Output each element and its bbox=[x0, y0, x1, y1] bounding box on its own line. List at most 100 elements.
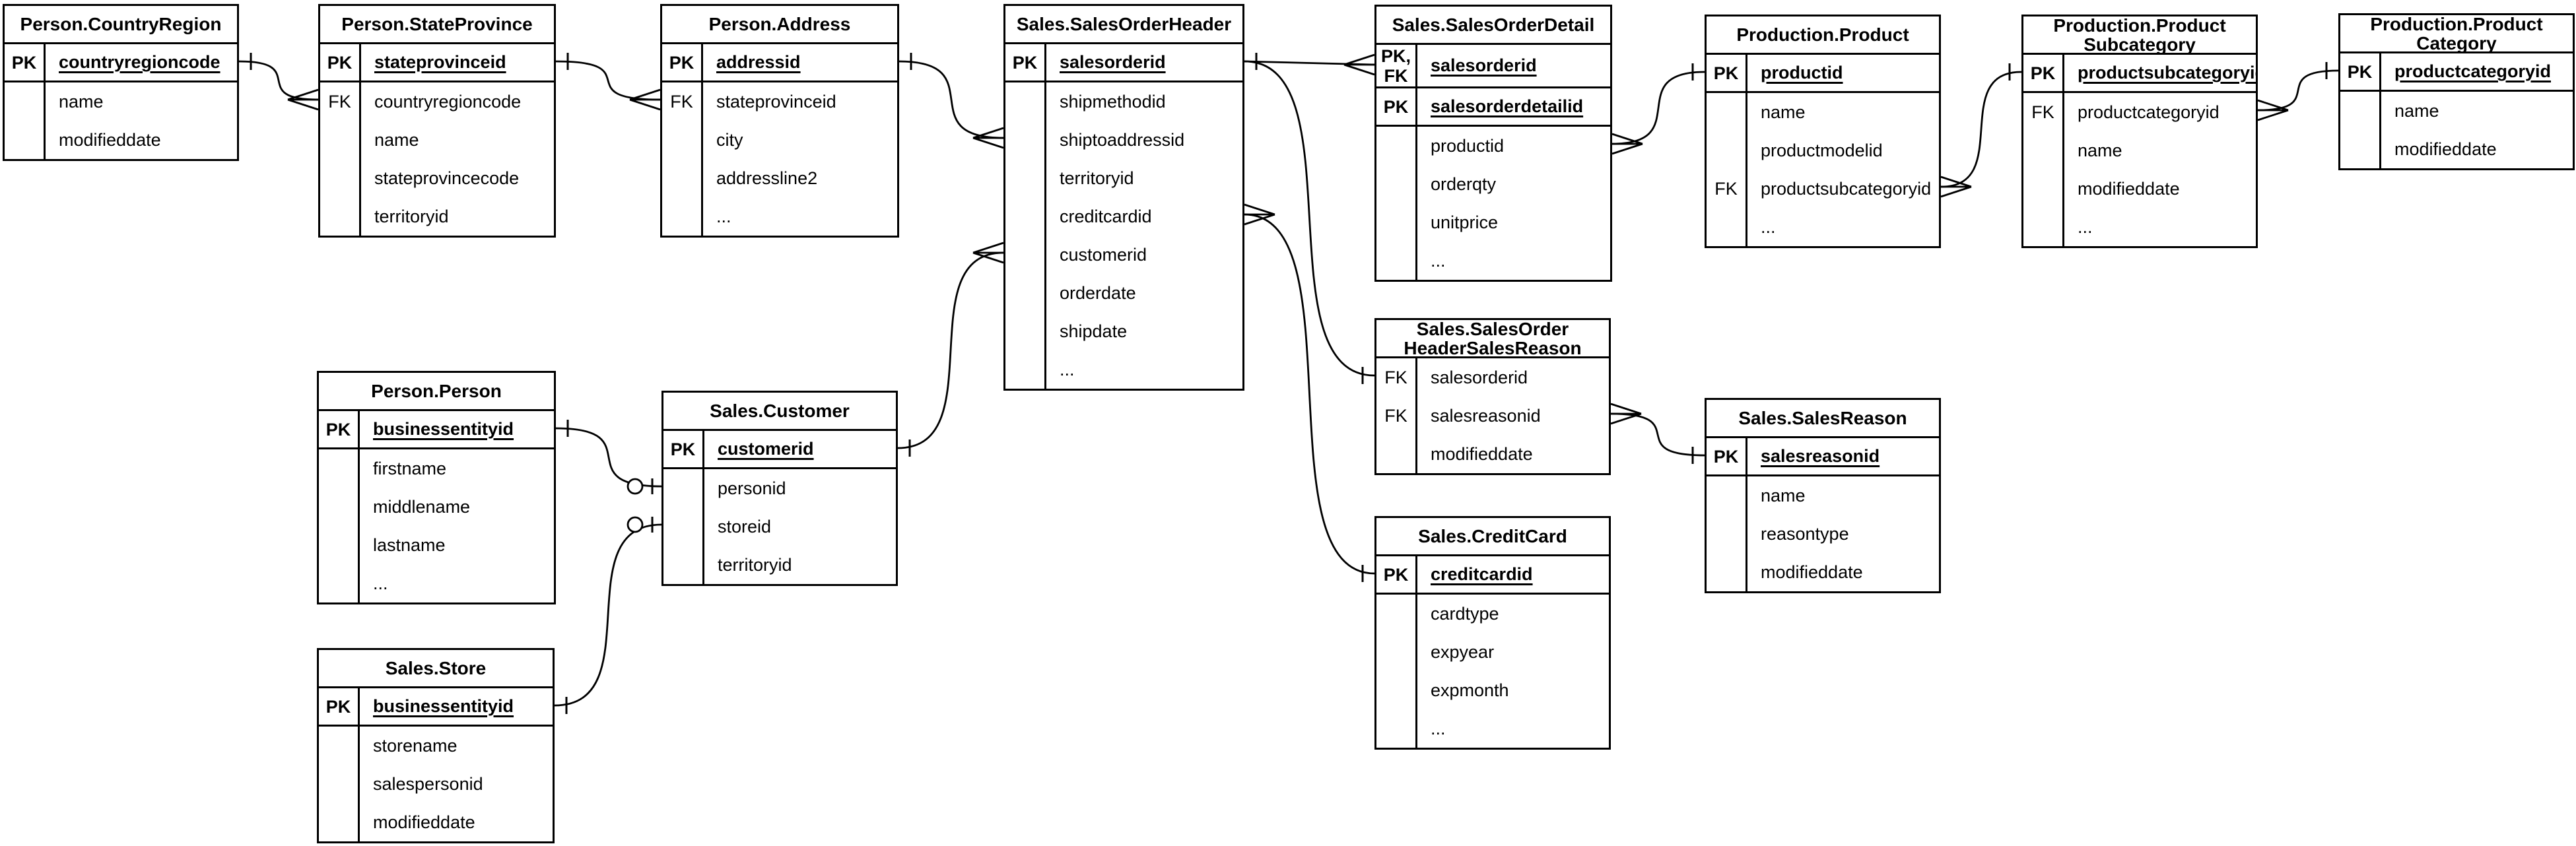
field-name: shipdate bbox=[1060, 321, 1128, 341]
key-label bbox=[663, 507, 702, 546]
key-label bbox=[662, 121, 701, 159]
rel-person_address-sales_salesorderheader-to-crow-foot bbox=[972, 127, 1004, 149]
key-column bbox=[1376, 595, 1417, 748]
field-name: modifieddate bbox=[2078, 178, 2180, 199]
rel-sales_salesorderdetail-production_product bbox=[1611, 71, 1705, 145]
key-label bbox=[1707, 131, 1746, 170]
field-name: stateprovinceid bbox=[716, 91, 836, 112]
key-label bbox=[5, 82, 44, 121]
rel-person_countryregion-person_stateprovince-to-crow-foot bbox=[287, 88, 319, 111]
key-label: PK bbox=[1005, 44, 1046, 81]
key-label bbox=[1005, 274, 1044, 312]
key-label bbox=[1376, 242, 1415, 280]
rel-sales_salesorderheadersalesreason-sales_salesreason-from-crow-foot bbox=[1610, 403, 1642, 425]
key-label bbox=[663, 469, 702, 507]
field-name: name bbox=[1761, 102, 1806, 122]
key-label bbox=[319, 449, 358, 488]
key-label bbox=[320, 197, 359, 236]
key-column: FK bbox=[1707, 93, 1747, 246]
field-name: modifieddate bbox=[373, 812, 475, 832]
field-name: expmonth bbox=[1431, 680, 1509, 700]
entity-title: Sales.SalesReason bbox=[1707, 400, 1939, 438]
field-name: name bbox=[1761, 485, 1806, 505]
key-label bbox=[662, 159, 701, 197]
key-column bbox=[663, 469, 704, 584]
field-name: cardtype bbox=[1431, 603, 1499, 624]
field-name: stateprovincecode bbox=[374, 168, 520, 188]
field-name: modifieddate bbox=[1761, 562, 1863, 582]
key-label: PK bbox=[320, 44, 361, 81]
field-name: name bbox=[374, 129, 419, 150]
pk-field-name: stateprovinceid bbox=[374, 52, 506, 72]
attribute-body: FK countryregioncode name stateprovincecode… bbox=[320, 82, 554, 236]
pk-field-name: salesorderid bbox=[1431, 55, 1537, 75]
key-label bbox=[320, 159, 359, 197]
rel-person_person-sales_customer bbox=[555, 427, 662, 488]
key-label: FK bbox=[1714, 178, 1738, 199]
key-label: PK bbox=[1707, 438, 1747, 474]
entity-title: Person.CountryRegion bbox=[5, 6, 237, 44]
key-label bbox=[319, 526, 358, 564]
key-label bbox=[1376, 435, 1415, 473]
field-name: orderqty bbox=[1431, 174, 1497, 194]
key-label bbox=[2023, 131, 2062, 170]
field-name: reasontype bbox=[1761, 523, 1849, 544]
field-name: unitprice bbox=[1431, 212, 1499, 232]
pk-field-name: productcategoryid bbox=[2394, 61, 2552, 81]
field-name: ... bbox=[1431, 718, 1446, 738]
field-name: name bbox=[2394, 100, 2439, 121]
key-label bbox=[1005, 197, 1044, 236]
attribute-body: name modifieddate bbox=[2340, 92, 2573, 168]
key-label: PK bbox=[663, 431, 704, 467]
field-name: modifieddate bbox=[2394, 139, 2497, 159]
field-name: middlename bbox=[373, 496, 471, 517]
pk-field-name: countryregioncode bbox=[59, 52, 220, 72]
rel-sales_salesorderdetail-production_product-from-crow-foot bbox=[1611, 133, 1643, 155]
field-name: customerid bbox=[1060, 244, 1147, 265]
key-label: FK bbox=[328, 91, 351, 112]
key-label bbox=[1005, 82, 1044, 121]
field-name: shiptoaddressid bbox=[1060, 129, 1185, 150]
field-name: countryregioncode bbox=[374, 91, 522, 112]
key-label: PK bbox=[662, 44, 703, 81]
entity-title: Sales.Store bbox=[319, 650, 553, 688]
field-name: ... bbox=[1761, 216, 1776, 237]
key-label bbox=[319, 727, 358, 765]
field-name: name bbox=[59, 91, 104, 112]
field-name: territoryid bbox=[374, 206, 449, 226]
entity-title: Production.Product Subcategory bbox=[2023, 16, 2256, 55]
rel-production_product-production_productsubcategory-from-crow-foot bbox=[1940, 176, 1972, 198]
key-column bbox=[1005, 82, 1046, 389]
field-name: productsubcategoryid bbox=[1761, 178, 1932, 199]
entity-title: Sales.SalesOrderDetail bbox=[1376, 7, 1610, 45]
rel-sales_salesorderheader-sales_creditcard-from-crow-foot bbox=[1244, 203, 1275, 226]
key-label bbox=[1707, 476, 1746, 515]
pk-field-name: customerid bbox=[718, 439, 814, 459]
rel-sales_salesorderheader-sales_salesorderdetail-to-crow-foot bbox=[1343, 53, 1375, 76]
field-name: salesreasonid bbox=[1431, 405, 1541, 426]
